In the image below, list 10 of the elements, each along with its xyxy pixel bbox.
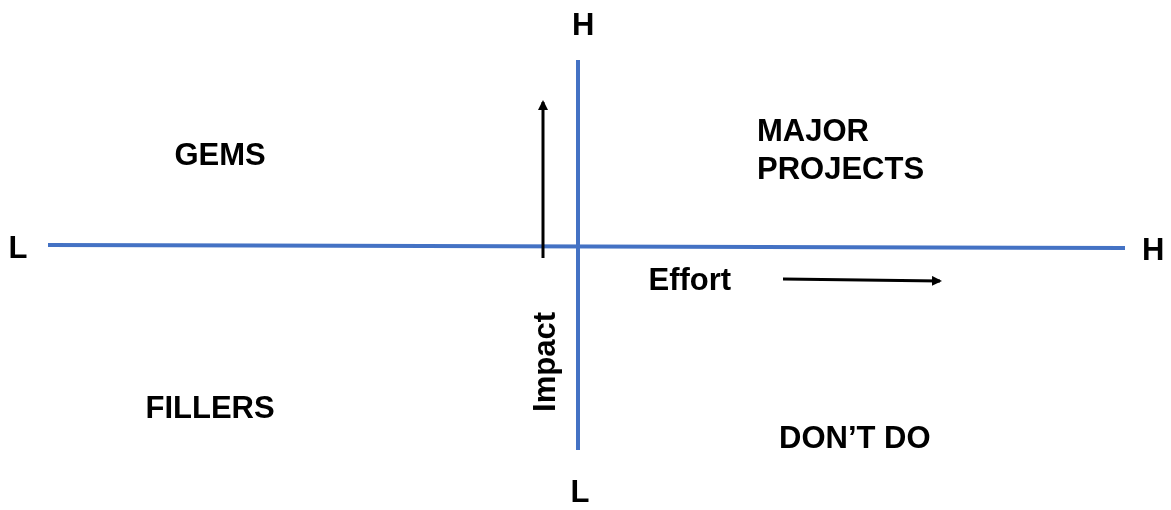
axis-end-label: H: [572, 6, 595, 44]
quadrant-label: GEMS: [174, 136, 266, 174]
axis-title: Effort: [648, 261, 732, 299]
quadrant-label: FILLERS: [145, 389, 275, 427]
axis-title: Impact: [525, 312, 563, 412]
quadrant-label: DON’T DO: [779, 419, 931, 457]
axis-end-label: H: [1142, 231, 1165, 269]
axis-end-label: L: [570, 473, 590, 510]
quadrant-label: MAJOR PROJECTS: [757, 112, 926, 188]
axis-end-label: L: [8, 229, 28, 267]
